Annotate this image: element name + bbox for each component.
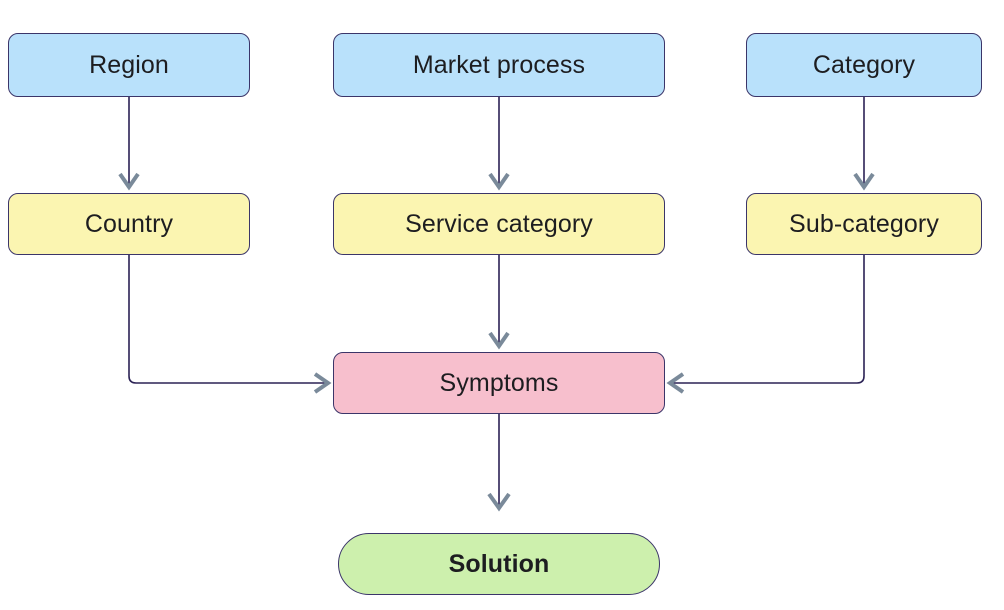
node-solution-label: Solution bbox=[448, 549, 550, 578]
node-country[interactable]: Country bbox=[8, 193, 250, 255]
node-solution[interactable]: Solution bbox=[338, 533, 660, 595]
edge-country-to-symptoms bbox=[128, 255, 332, 394]
node-category-label: Category bbox=[812, 50, 916, 79]
edge-category-to-sub-category bbox=[853, 97, 875, 191]
node-sub-category-label: Sub-category bbox=[789, 209, 939, 238]
node-market-process-label: Market process bbox=[412, 50, 586, 79]
node-region-label: Region bbox=[89, 50, 169, 79]
edge-region-to-country bbox=[118, 97, 140, 191]
edge-symptoms-to-solution bbox=[487, 414, 511, 512]
node-region[interactable]: Region bbox=[8, 33, 250, 97]
node-category[interactable]: Category bbox=[746, 33, 982, 97]
node-country-label: Country bbox=[84, 209, 174, 238]
node-symptoms[interactable]: Symptoms bbox=[333, 352, 665, 414]
node-sub-category[interactable]: Sub-category bbox=[746, 193, 982, 255]
node-market-process[interactable]: Market process bbox=[333, 33, 665, 97]
node-service-category[interactable]: Service category bbox=[333, 193, 665, 255]
edge-service-category-to-symptoms bbox=[488, 255, 510, 350]
edge-sub-category-to-symptoms bbox=[666, 255, 865, 394]
node-service-category-label: Service category bbox=[405, 209, 593, 238]
node-symptoms-label: Symptoms bbox=[439, 368, 559, 397]
edge-market-process-to-service-category bbox=[488, 97, 510, 191]
